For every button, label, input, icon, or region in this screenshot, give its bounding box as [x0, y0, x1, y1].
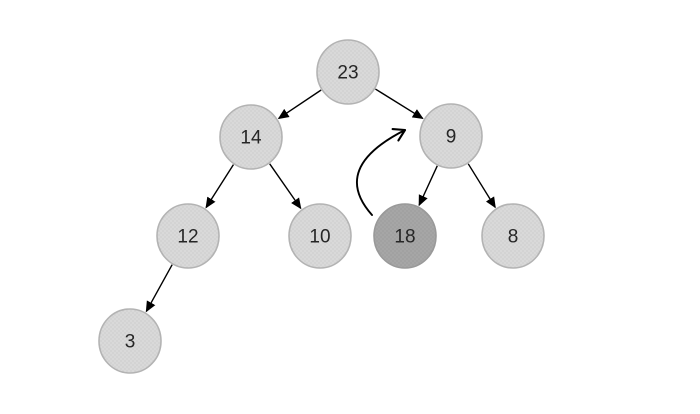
node-label-8: 8	[508, 227, 519, 248]
node-label-12: 12	[177, 227, 198, 248]
edge-14-12	[205, 164, 235, 209]
tree-node-3: 3	[98, 308, 162, 374]
node-label-9: 9	[446, 127, 457, 148]
nodes-layer: 23 14 9 12 10 18 8 3	[98, 39, 545, 374]
tree-node-12: 12	[156, 203, 220, 269]
node-circle-23	[316, 39, 380, 105]
node-label-3: 3	[125, 332, 136, 353]
node-circle-10	[288, 203, 352, 269]
edge-23-14	[277, 89, 322, 120]
tree-node-8: 8	[481, 203, 545, 269]
node-label-14: 14	[240, 128, 262, 149]
edge-9-18	[418, 165, 438, 207]
edge-23-9	[375, 88, 424, 120]
node-circle-12	[156, 203, 220, 269]
tree-node-14: 14	[219, 104, 283, 170]
node-circle-3	[98, 308, 162, 374]
curved-arrow-18-to-9	[356, 128, 407, 216]
edge-12-3	[145, 264, 173, 313]
node-circle-9	[419, 103, 483, 169]
edge-14-10	[269, 163, 302, 210]
node-circle-18-highlighted	[373, 203, 437, 269]
edge-9-8	[467, 163, 496, 209]
node-label-10: 10	[309, 227, 330, 248]
node-label-23: 23	[337, 63, 358, 84]
tree-node-10: 10	[288, 203, 352, 269]
tree-node-18: 18	[373, 203, 437, 269]
node-circle-14	[219, 104, 283, 170]
tree-node-9: 9	[419, 103, 483, 169]
edges-layer	[145, 88, 496, 313]
tree-node-23: 23	[316, 39, 380, 105]
node-label-18: 18	[394, 227, 415, 248]
node-circle-8	[481, 203, 545, 269]
